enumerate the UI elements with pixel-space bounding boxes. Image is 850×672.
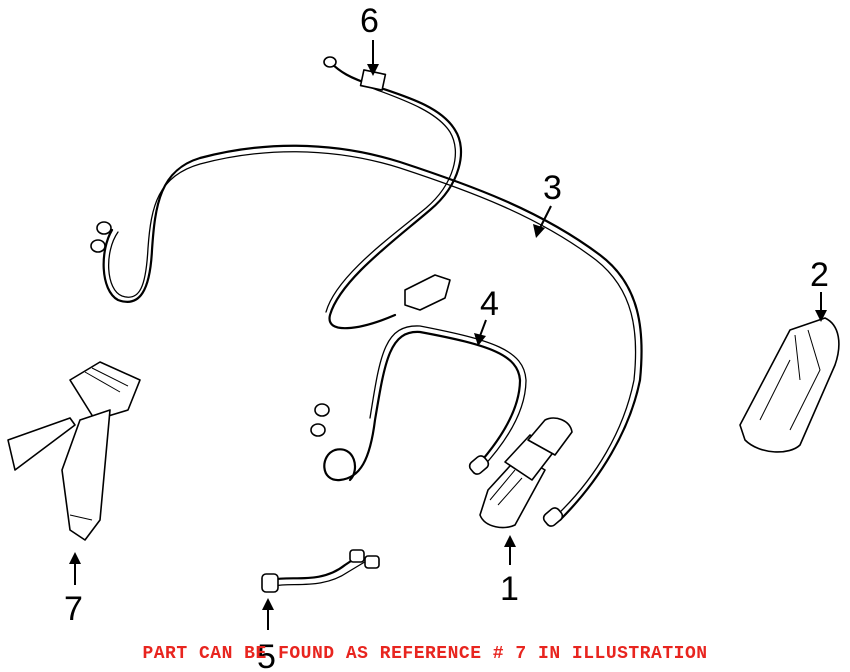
reference-notice: PART CAN BE FOUND AS REFERENCE # 7 IN IL…	[142, 644, 708, 664]
connector-icon	[468, 455, 490, 475]
arrow-icon	[262, 598, 274, 630]
callout-1: 1	[500, 570, 519, 608]
connector-icon	[90, 239, 106, 253]
wiring-harness-small	[261, 549, 380, 593]
arrow-icon	[474, 319, 487, 346]
wiring-harness-mid	[310, 325, 527, 482]
connector-icon	[310, 423, 326, 437]
connector-icon	[96, 221, 112, 235]
arrow-icon	[533, 205, 552, 238]
arrow-icon	[367, 40, 379, 76]
connector-icon	[261, 573, 279, 593]
wiring-harness-long	[90, 144, 643, 527]
connector-icon	[314, 403, 330, 417]
sensor-part	[479, 417, 573, 529]
callout-4: 4	[480, 285, 499, 323]
callout-3: 3	[543, 169, 562, 207]
connector-icon	[542, 507, 564, 527]
callout-7: 7	[64, 590, 83, 628]
cover-part	[739, 317, 840, 453]
mechanism-part	[7, 361, 141, 541]
arrow-icon	[815, 292, 827, 322]
callout-2: 2	[810, 256, 829, 294]
callout-6: 6	[360, 2, 379, 40]
wiring-harness-upper	[323, 56, 463, 330]
connector-icon	[364, 555, 380, 569]
connector-icon	[349, 549, 365, 563]
connector-icon	[323, 56, 337, 68]
arrow-icon	[69, 552, 81, 585]
callout-5: 5	[257, 638, 276, 672]
connector-icon	[404, 274, 451, 311]
arrow-icon	[504, 535, 516, 565]
